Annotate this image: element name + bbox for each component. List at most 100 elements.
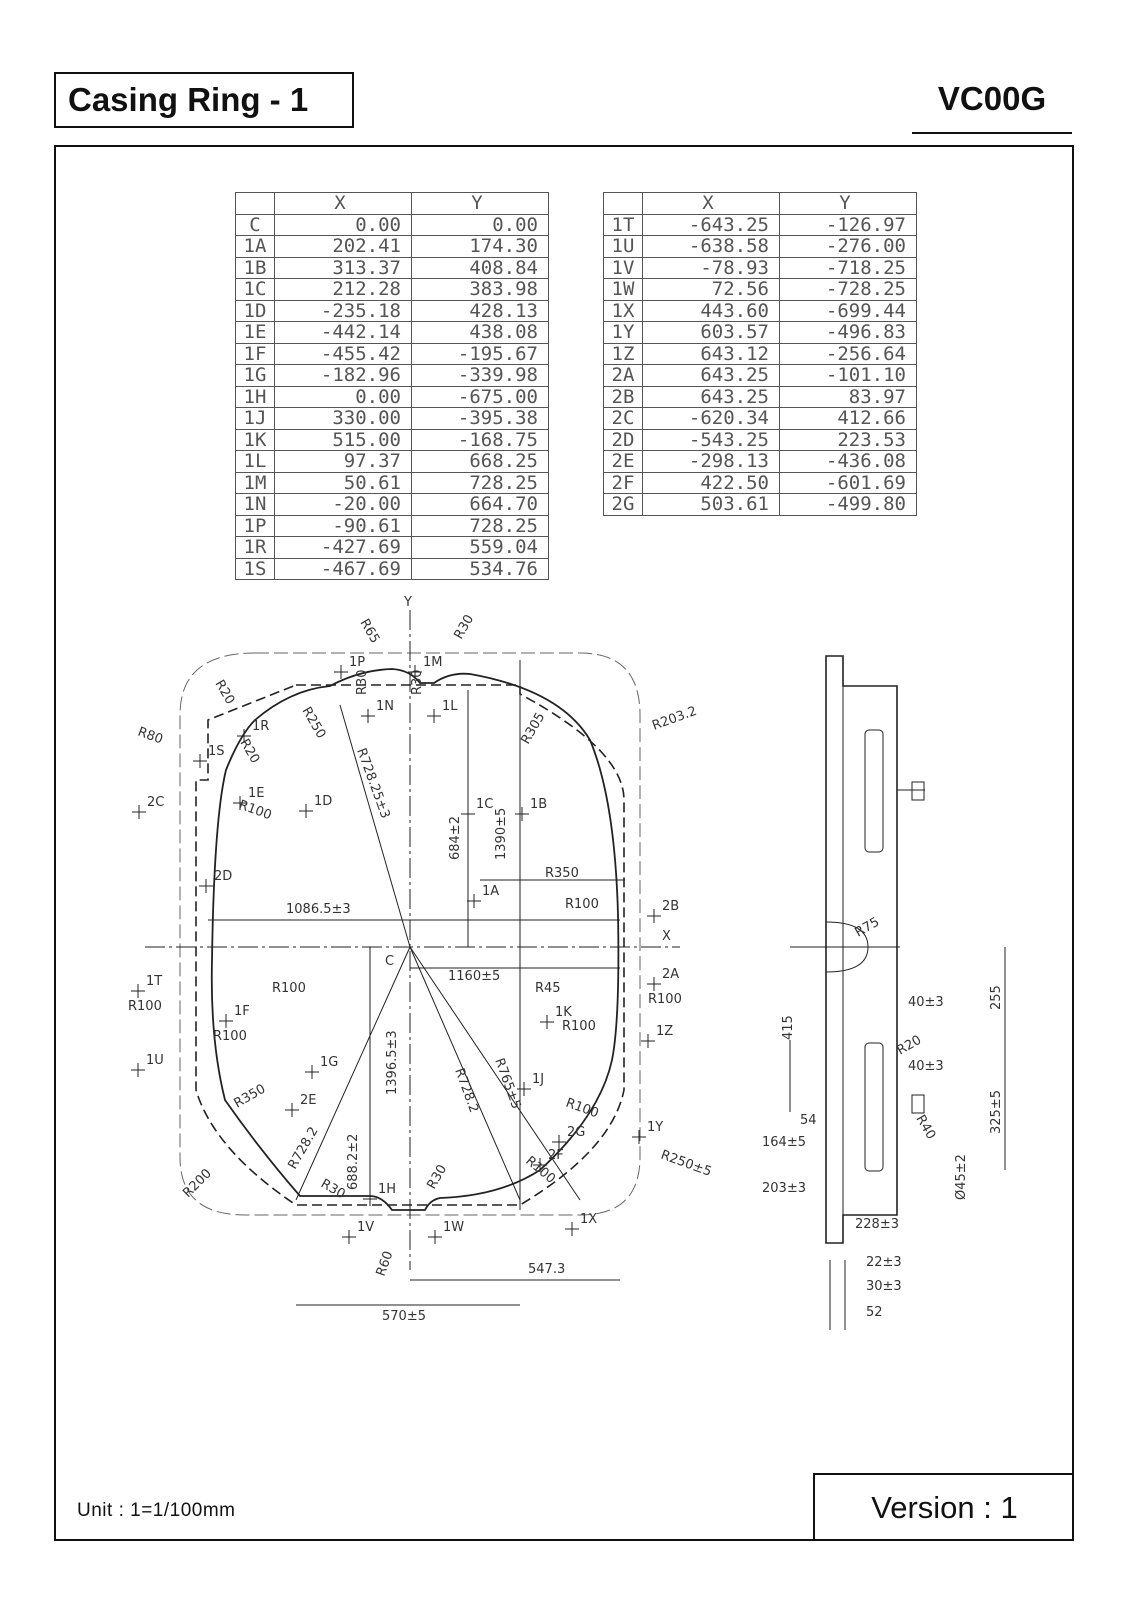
x-value-cell: 72.56 — [642, 278, 780, 301]
column-x-header: X — [642, 192, 780, 215]
y-value-cell: -718.25 — [779, 256, 917, 279]
y-value-cell: -436.08 — [779, 450, 917, 473]
x-value-cell: -235.18 — [274, 299, 412, 322]
drawing-title: Casing Ring - 1 — [54, 72, 354, 128]
y-value-cell: -496.83 — [779, 321, 917, 344]
point-label-cell: 1K — [235, 428, 275, 451]
x-value-cell: -467.69 — [274, 557, 412, 580]
point-label-cell: 1U — [603, 235, 643, 258]
x-value-cell: 443.60 — [642, 299, 780, 322]
table-row: 1U-638.58-276.00 — [603, 235, 917, 258]
y-value-cell: 664.70 — [411, 493, 549, 516]
y-value-cell: -126.97 — [779, 213, 917, 236]
unit-note: Unit : 1=1/100mm — [77, 1500, 236, 1521]
y-value-cell: 412.66 — [779, 407, 917, 430]
point-label-cell: 2E — [603, 450, 643, 473]
x-value-cell: -543.25 — [642, 428, 780, 451]
point-label-cell: 1T — [603, 213, 643, 236]
point-label-cell: C — [235, 213, 275, 236]
x-value-cell: 603.57 — [642, 321, 780, 344]
y-value-cell: 438.08 — [411, 321, 549, 344]
x-value-cell: 643.12 — [642, 342, 780, 365]
point-label-cell: 1A — [235, 235, 275, 258]
x-value-cell: -182.96 — [274, 364, 412, 387]
point-label-cell: 1N — [235, 493, 275, 516]
point-label-cell: 2C — [603, 407, 643, 430]
version-label: Version : 1 — [813, 1473, 1074, 1541]
x-value-cell: -643.25 — [642, 213, 780, 236]
y-value-cell: 174.30 — [411, 235, 549, 258]
point-label-cell: 2B — [603, 385, 643, 408]
y-value-cell: -256.64 — [779, 342, 917, 365]
x-value-cell: 330.00 — [274, 407, 412, 430]
point-label-cell: 1E — [235, 321, 275, 344]
y-value-cell: 428.13 — [411, 299, 549, 322]
y-value-cell: 83.97 — [779, 385, 917, 408]
point-label-cell: 1V — [603, 256, 643, 279]
column-y-header: Y — [411, 192, 549, 215]
x-value-cell: 97.37 — [274, 450, 412, 473]
y-value-cell: -101.10 — [779, 364, 917, 387]
x-value-cell: -78.93 — [642, 256, 780, 279]
y-value-cell: 559.04 — [411, 536, 549, 559]
y-value-cell: -699.44 — [779, 299, 917, 322]
x-value-cell: -455.42 — [274, 342, 412, 365]
y-value-cell: 728.25 — [411, 471, 549, 494]
y-value-cell: -168.75 — [411, 428, 549, 451]
x-value-cell: 0.00 — [274, 213, 412, 236]
y-value-cell: 668.25 — [411, 450, 549, 473]
point-label-cell: 1L — [235, 450, 275, 473]
point-label-cell: 1W — [603, 278, 643, 301]
x-value-cell: -638.58 — [642, 235, 780, 258]
column-x-header: X — [274, 192, 412, 215]
y-value-cell: -195.67 — [411, 342, 549, 365]
point-label-cell: 1H — [235, 385, 275, 408]
x-value-cell: -620.34 — [642, 407, 780, 430]
point-label-cell: 2D — [603, 428, 643, 451]
x-value-cell: -90.61 — [274, 514, 412, 537]
point-label-cell: 1Z — [603, 342, 643, 365]
table-row: 2E-298.13-436.08 — [603, 450, 917, 473]
table-row: 1F-455.42-195.67 — [235, 342, 549, 365]
x-value-cell: -298.13 — [642, 450, 780, 473]
y-value-cell: 534.76 — [411, 557, 549, 580]
table-row: 1G-182.96-339.98 — [235, 364, 549, 387]
point-label-cell: 2F — [603, 471, 643, 494]
x-value-cell: -427.69 — [274, 536, 412, 559]
point-label-cell: 1S — [235, 557, 275, 580]
point-label-cell: 2A — [603, 364, 643, 387]
point-label-cell: 1D — [235, 299, 275, 322]
x-value-cell: -442.14 — [274, 321, 412, 344]
point-label-cell: 1R — [235, 536, 275, 559]
point-label-cell: 1P — [235, 514, 275, 537]
y-value-cell: 0.00 — [411, 213, 549, 236]
x-value-cell: 643.25 — [642, 364, 780, 387]
x-value-cell: 643.25 — [642, 385, 780, 408]
y-value-cell: -675.00 — [411, 385, 549, 408]
point-label-cell: 1B — [235, 256, 275, 279]
drawing-code: VC00G — [912, 80, 1072, 134]
y-value-cell: -601.69 — [779, 471, 917, 494]
y-value-cell: -339.98 — [411, 364, 549, 387]
drawing-frame — [54, 145, 1074, 1541]
point-label-cell: 1G — [235, 364, 275, 387]
